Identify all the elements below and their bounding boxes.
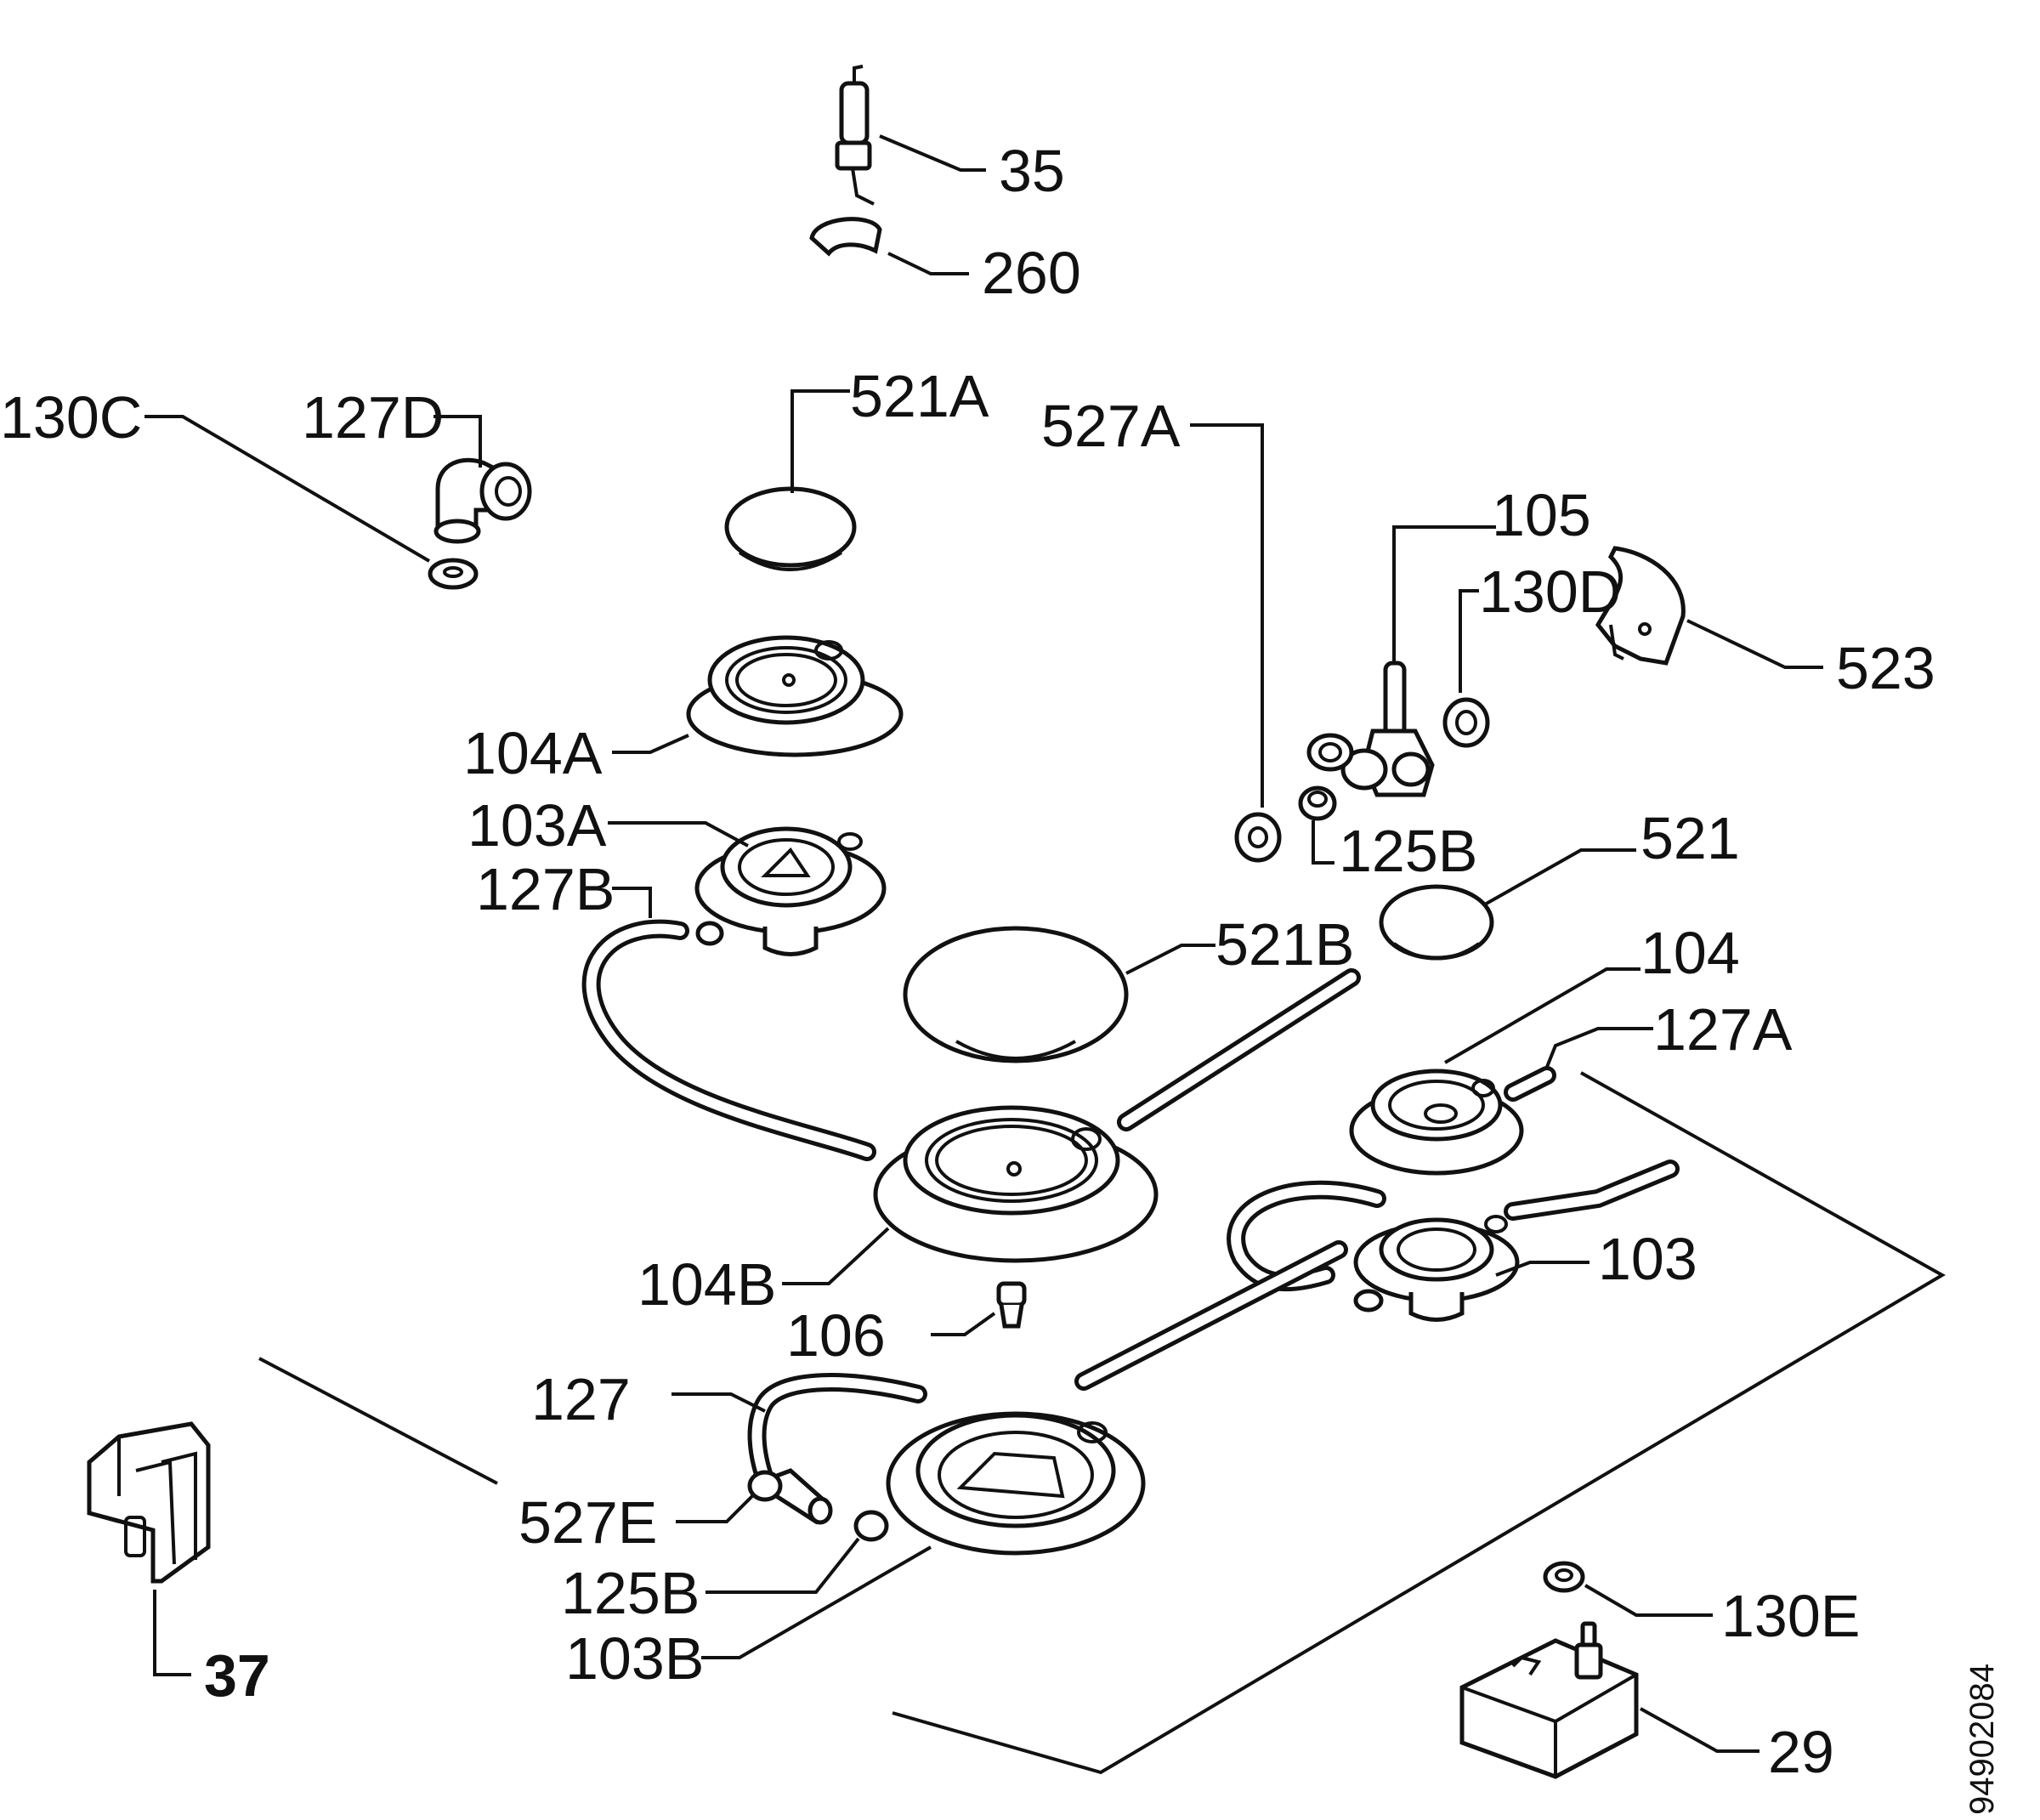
part-104-burner-head: [1349, 967, 1640, 1176]
part-29-ignition-module: [1459, 1621, 1760, 1779]
label-106: 106: [786, 1302, 886, 1369]
label-527E: 527E: [518, 1489, 657, 1556]
part-130E-washer: [1543, 1561, 1713, 1617]
part-127A-pipe: [1504, 1027, 1653, 1102]
part-106-injector: [931, 1281, 1027, 1336]
part-35-ignition-electrode: [835, 65, 986, 206]
part-521B-burner-cap: [903, 926, 1216, 1063]
label-125B-top: 125B: [1339, 818, 1477, 884]
label-130C: 130C: [0, 384, 142, 451]
part-127-gas-pipe: [672, 1373, 927, 1488]
label-105: 105: [1492, 482, 1591, 548]
labels: 35 260 130C 127D 521A 527A 105 130D 523 …: [0, 138, 1935, 1785]
label-104B: 104B: [638, 1251, 776, 1318]
label-127A: 127A: [1653, 996, 1793, 1063]
part-125B-injector-top: [1298, 785, 1337, 865]
label-523: 523: [1836, 635, 1935, 701]
label-521B: 521B: [1216, 911, 1354, 978]
label-29: 29: [1768, 1719, 1834, 1785]
part-127D-elbow: [434, 415, 532, 544]
label-125B-bottom: 125B: [561, 1560, 700, 1626]
part-103A-burner-base: [608, 821, 887, 956]
part-523-bracket: [1595, 546, 1823, 669]
label-130D: 130D: [1479, 558, 1621, 625]
part-260-clip: [809, 217, 969, 275]
label-104: 104: [1640, 920, 1740, 986]
part-37-terminal-block: [87, 1421, 211, 1676]
label-103B: 103B: [565, 1625, 704, 1692]
document-number: 94902084: [1964, 1664, 2001, 1815]
label-127D: 127D: [302, 384, 444, 451]
part-527E-nut: [676, 1468, 833, 1525]
part-521-burner-cap: [1379, 848, 1636, 961]
label-35: 35: [999, 138, 1065, 204]
part-103-burner-base: [1227, 1159, 1680, 1322]
part-104A-burner-head: [612, 635, 904, 757]
part-527A-nut: [1190, 423, 1282, 863]
part-105-gas-tap: [1306, 525, 1496, 797]
label-521: 521: [1640, 805, 1740, 871]
part-130C-washer: [144, 415, 479, 590]
part-104B-burner-head: [782, 1105, 1159, 1285]
label-37: 37: [204, 1642, 270, 1709]
label-527A: 527A: [1041, 393, 1181, 459]
label-130E: 130E: [1721, 1583, 1860, 1649]
label-127: 127: [531, 1366, 631, 1432]
part-521A-burner-cap: [724, 389, 857, 571]
label-104A: 104A: [463, 720, 603, 786]
part-127B-gas-pipe: [581, 887, 876, 1161]
hob-outline: [258, 1071, 1946, 1775]
label-103: 103: [1598, 1226, 1697, 1292]
part-103B-burner-base: [701, 1411, 1146, 1659]
label-521A: 521A: [850, 363, 989, 429]
label-103A: 103A: [468, 792, 607, 859]
part-130D-washer: [1442, 589, 1490, 748]
label-127B: 127B: [476, 856, 615, 922]
label-260: 260: [982, 240, 1081, 306]
part-125B-injector-bottom: [706, 1510, 889, 1594]
